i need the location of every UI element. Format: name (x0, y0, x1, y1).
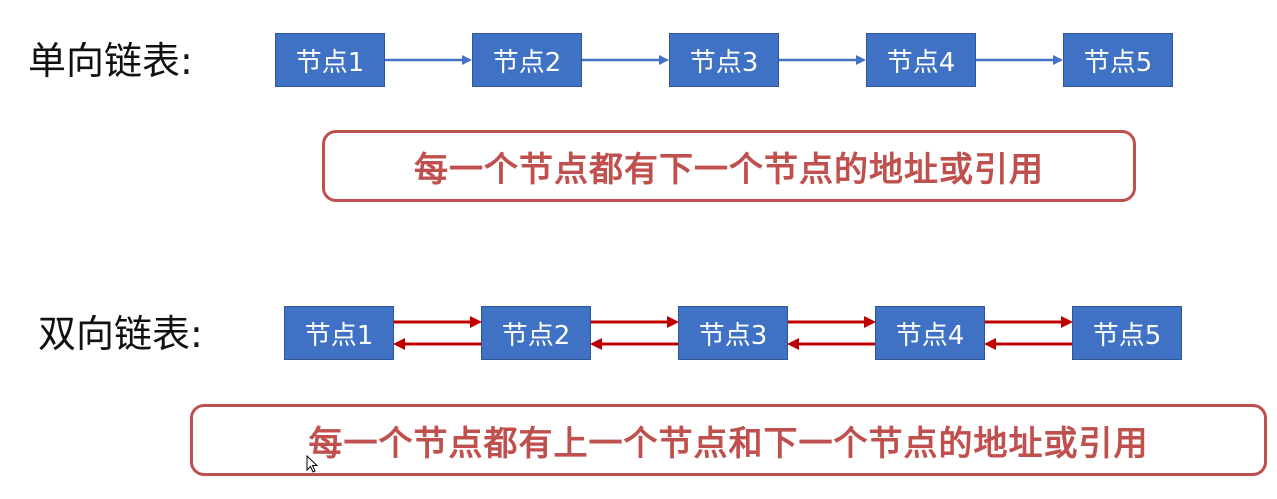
singly-linked-note: 每一个节点都有下一个节点的地址或引用 (322, 130, 1136, 202)
singly-linked-list-label: 单向链表: (28, 39, 193, 83)
doubly-linked-note: 每一个节点都有上一个节点和下一个节点的地址或引用 (190, 404, 1267, 476)
singly-node-3: 节点3 (669, 33, 779, 87)
doubly-node-4: 节点4 (875, 306, 985, 360)
mouse-cursor-icon (306, 455, 319, 473)
doubly-linked-list-label: 双向链表: (38, 312, 203, 356)
singly-node-4: 节点4 (866, 33, 976, 87)
singly-node-2: 节点2 (472, 33, 582, 87)
doubly-node-1: 节点1 (284, 306, 394, 360)
doubly-node-5: 节点5 (1072, 306, 1182, 360)
doubly-node-3: 节点3 (678, 306, 788, 360)
doubly-node-2: 节点2 (481, 306, 591, 360)
singly-node-5: 节点5 (1063, 33, 1173, 87)
singly-node-1: 节点1 (275, 33, 385, 87)
